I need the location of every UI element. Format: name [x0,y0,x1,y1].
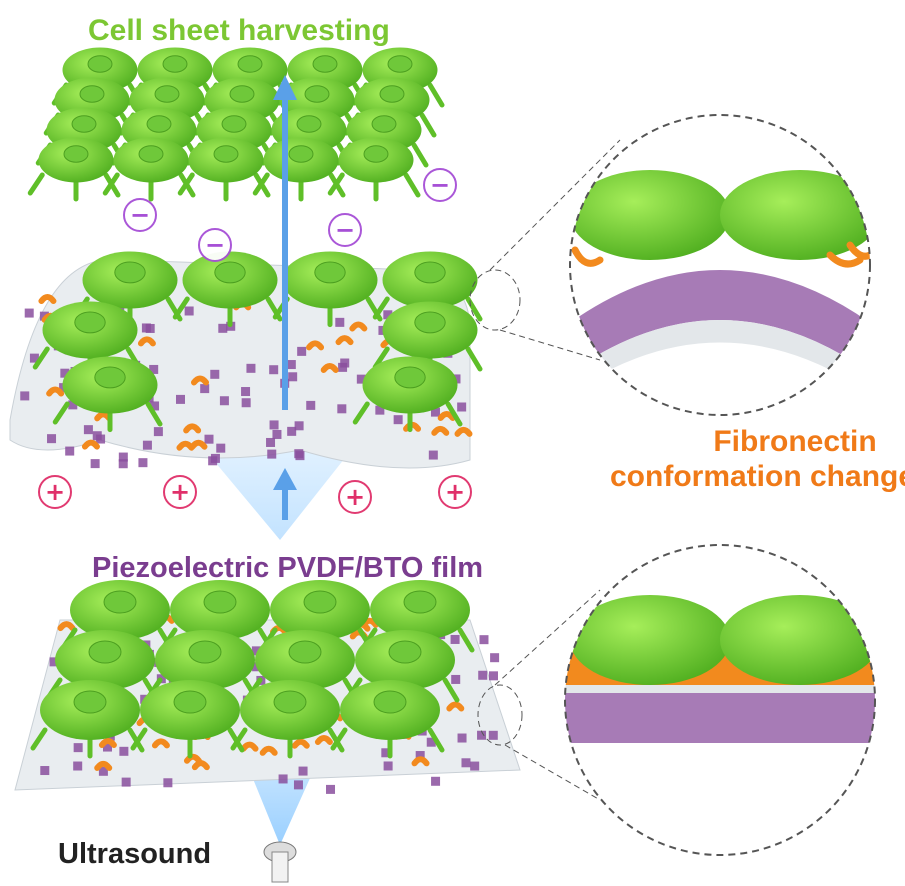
bto-particle [40,766,49,775]
negative-charge-icon: − [124,199,156,231]
bto-particle [176,395,185,404]
bto-particle [138,458,147,467]
bto-particle [269,365,278,374]
bto-particle [47,434,56,443]
bto-particle [335,318,344,327]
zoom-circle-flat [560,540,880,860]
bto-particle [218,324,227,333]
bto-particle [119,459,128,468]
zoom-region-top [470,270,520,330]
negative-charge-icon: − [199,229,231,261]
bto-particle [241,387,250,396]
fibronectin [41,297,53,301]
svg-text:+: + [445,478,465,506]
bto-particle [91,459,100,468]
bto-particle [200,384,209,393]
bto-particle [470,762,479,771]
bto-particle [288,372,297,381]
bto-particle [216,444,225,453]
bto-particle [266,438,275,447]
svg-text:−: − [205,231,225,259]
bto-particle [246,364,255,373]
zoom-circle-stretched [560,110,880,430]
positive-charge-icon: + [439,476,471,508]
bto-particle [337,404,346,413]
ultrasound-label: Ultrasound [58,838,211,871]
bto-particle [25,309,34,318]
bto-particle [143,441,152,450]
bto-particle [394,415,403,424]
negative-charge-icon: − [424,169,456,201]
bto-particle [299,767,308,776]
bto-particle [458,734,467,743]
svg-text:+: + [345,483,365,511]
bto-particle [490,653,499,662]
bto-particle [119,747,128,756]
bto-particle [338,363,347,372]
bto-particle [74,743,83,752]
bto-particle [326,785,335,794]
bto-particle [185,306,194,315]
positive-charge-icon: + [39,476,71,508]
bto-particle [478,671,487,680]
bto-particle [306,401,315,410]
fibronectin-label: Fibronectin [695,425,895,459]
bto-particle [461,758,470,767]
bto-particle [479,635,488,644]
harvest-label: Cell sheet harvesting [88,14,390,48]
positive-charge-icon: + [164,476,196,508]
fibronectin [85,443,97,447]
svg-text:−: − [130,201,150,229]
positive-charge-icon: + [339,481,371,513]
bto-particle [429,451,438,460]
bto-particle [294,780,303,789]
svg-text:+: + [170,478,190,506]
bto-particle [384,761,393,770]
svg-text:−: − [335,216,355,244]
film-label: Piezoelectric PVDF/BTO film [92,552,483,585]
svg-text:−: − [430,171,450,199]
bto-particle [220,396,229,405]
bto-particle [96,435,105,444]
bto-particle [20,391,29,400]
bto-particle [297,347,306,356]
bto-particle [122,778,131,787]
bto-particle [204,435,213,444]
ultrasound-probe-icon [264,842,296,882]
bto-particle [270,420,279,429]
bto-particle [287,360,296,369]
bto-particle [242,398,251,407]
bto-particle [210,370,219,379]
bto-particle [267,450,276,459]
bto-particle [295,451,304,460]
bto-particle [65,447,74,456]
svg-text:+: + [45,478,65,506]
bto-particle [489,731,498,740]
bto-particle [163,778,172,787]
bto-particle [84,425,93,434]
bto-particle [272,430,281,439]
conformation-change-label: conformation change [610,460,905,494]
bto-particle [451,635,460,644]
bto-particle [73,762,82,771]
bto-particle [457,402,466,411]
bto-particle [211,454,220,463]
bto-particle [154,427,163,436]
bto-particle [287,427,296,436]
negative-charge-icon: − [329,214,361,246]
bto-particle [146,324,155,333]
bto-particle [431,777,440,786]
cell [330,138,418,200]
bto-particle [489,671,498,680]
bto-particle [279,774,288,783]
bto-particle [451,675,460,684]
